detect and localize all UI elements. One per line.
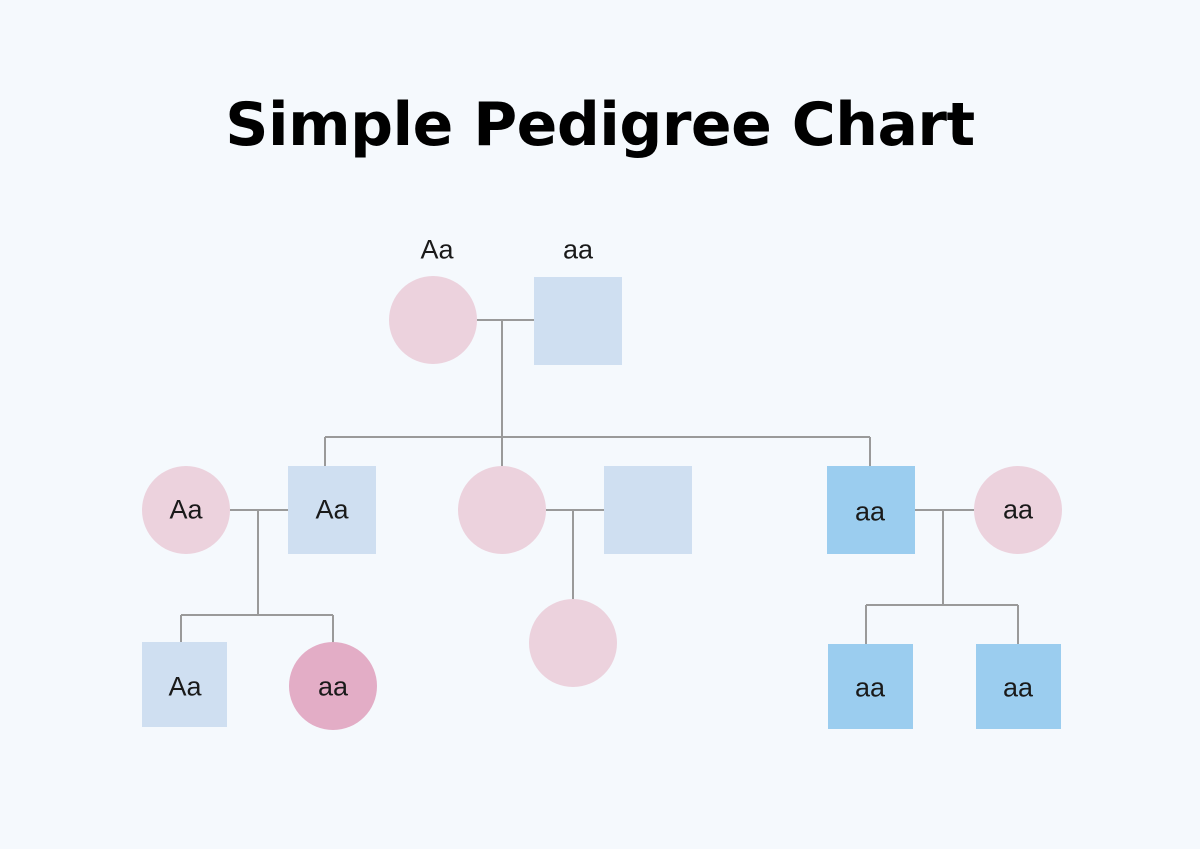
node-g2-spouse-right-female-circle[interactable] [974, 466, 1062, 554]
connector-lines [180, 319, 1019, 644]
node-g3-child-4-male-square[interactable] [828, 644, 913, 729]
node-g3-child-2-female-circle[interactable] [289, 642, 377, 730]
pedigree-nodes [142, 276, 1062, 730]
node-g1-father-male-square[interactable] [534, 277, 622, 365]
node-g2-child-2-female-circle[interactable] [458, 466, 546, 554]
node-g2-child-3-male-square[interactable] [827, 466, 915, 554]
node-g3-child-5-male-square[interactable] [976, 644, 1061, 729]
node-g1-mother-female-circle[interactable] [389, 276, 477, 364]
node-g2-child-1-male-square[interactable] [288, 466, 376, 554]
page-title: Simple Pedigree Chart [225, 90, 975, 160]
node-g3-child-3-female-circle[interactable] [529, 599, 617, 687]
node-g3-child-1-male-square[interactable] [142, 642, 227, 727]
node-g2-spouse-left-female-circle[interactable] [142, 466, 230, 554]
node-g2-spouse-middle-male-square[interactable] [604, 466, 692, 554]
